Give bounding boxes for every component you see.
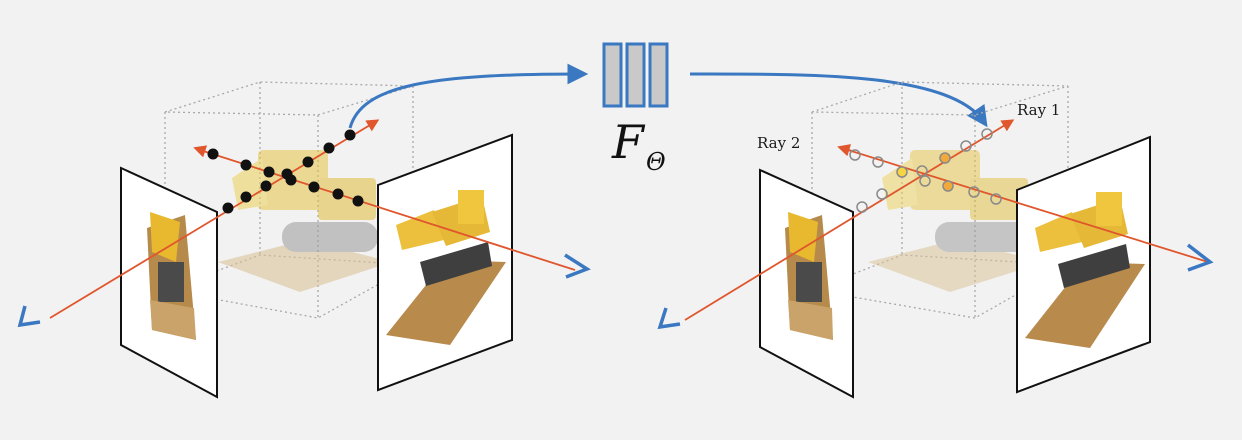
right-scene: Ray 1 Ray 2: [657, 81, 1214, 399]
right-scene-left-plane: [759, 168, 854, 399]
network-layer-3: [648, 42, 669, 108]
left-scene: [17, 81, 591, 399]
right-image-plane: [377, 133, 513, 392]
network-layer-2: [625, 42, 646, 108]
right-camera-arrow-b: [1186, 243, 1214, 272]
network-symbol: F: [611, 115, 646, 169]
right-highlighted-points: [896, 152, 954, 192]
left-volume-bulldozer: [218, 150, 392, 292]
right-rays: [684, 119, 1209, 321]
left-camera-arrow-a: [17, 305, 41, 328]
right-camera-arrows: [657, 243, 1214, 330]
left-sample-points: [207, 129, 364, 214]
left-image-plane: [120, 166, 218, 399]
right-sample-points: [849, 128, 1002, 213]
left-camera-arrow-b: [564, 253, 591, 279]
left-rays: [49, 119, 576, 319]
left-camera-arrows: [17, 253, 591, 328]
input-flow-arrow: [348, 63, 589, 129]
ray-2-label: Ray 2: [757, 134, 800, 152]
network-block: F Θ: [602, 42, 669, 176]
output-flow-arrow: [689, 72, 988, 128]
right-camera-arrow-a: [657, 307, 681, 330]
ray-1-label: Ray 1: [1017, 101, 1060, 119]
network-subscript: Θ: [646, 148, 666, 176]
network-layer-1: [602, 42, 623, 108]
right-scene-right-plane: [1016, 135, 1151, 394]
